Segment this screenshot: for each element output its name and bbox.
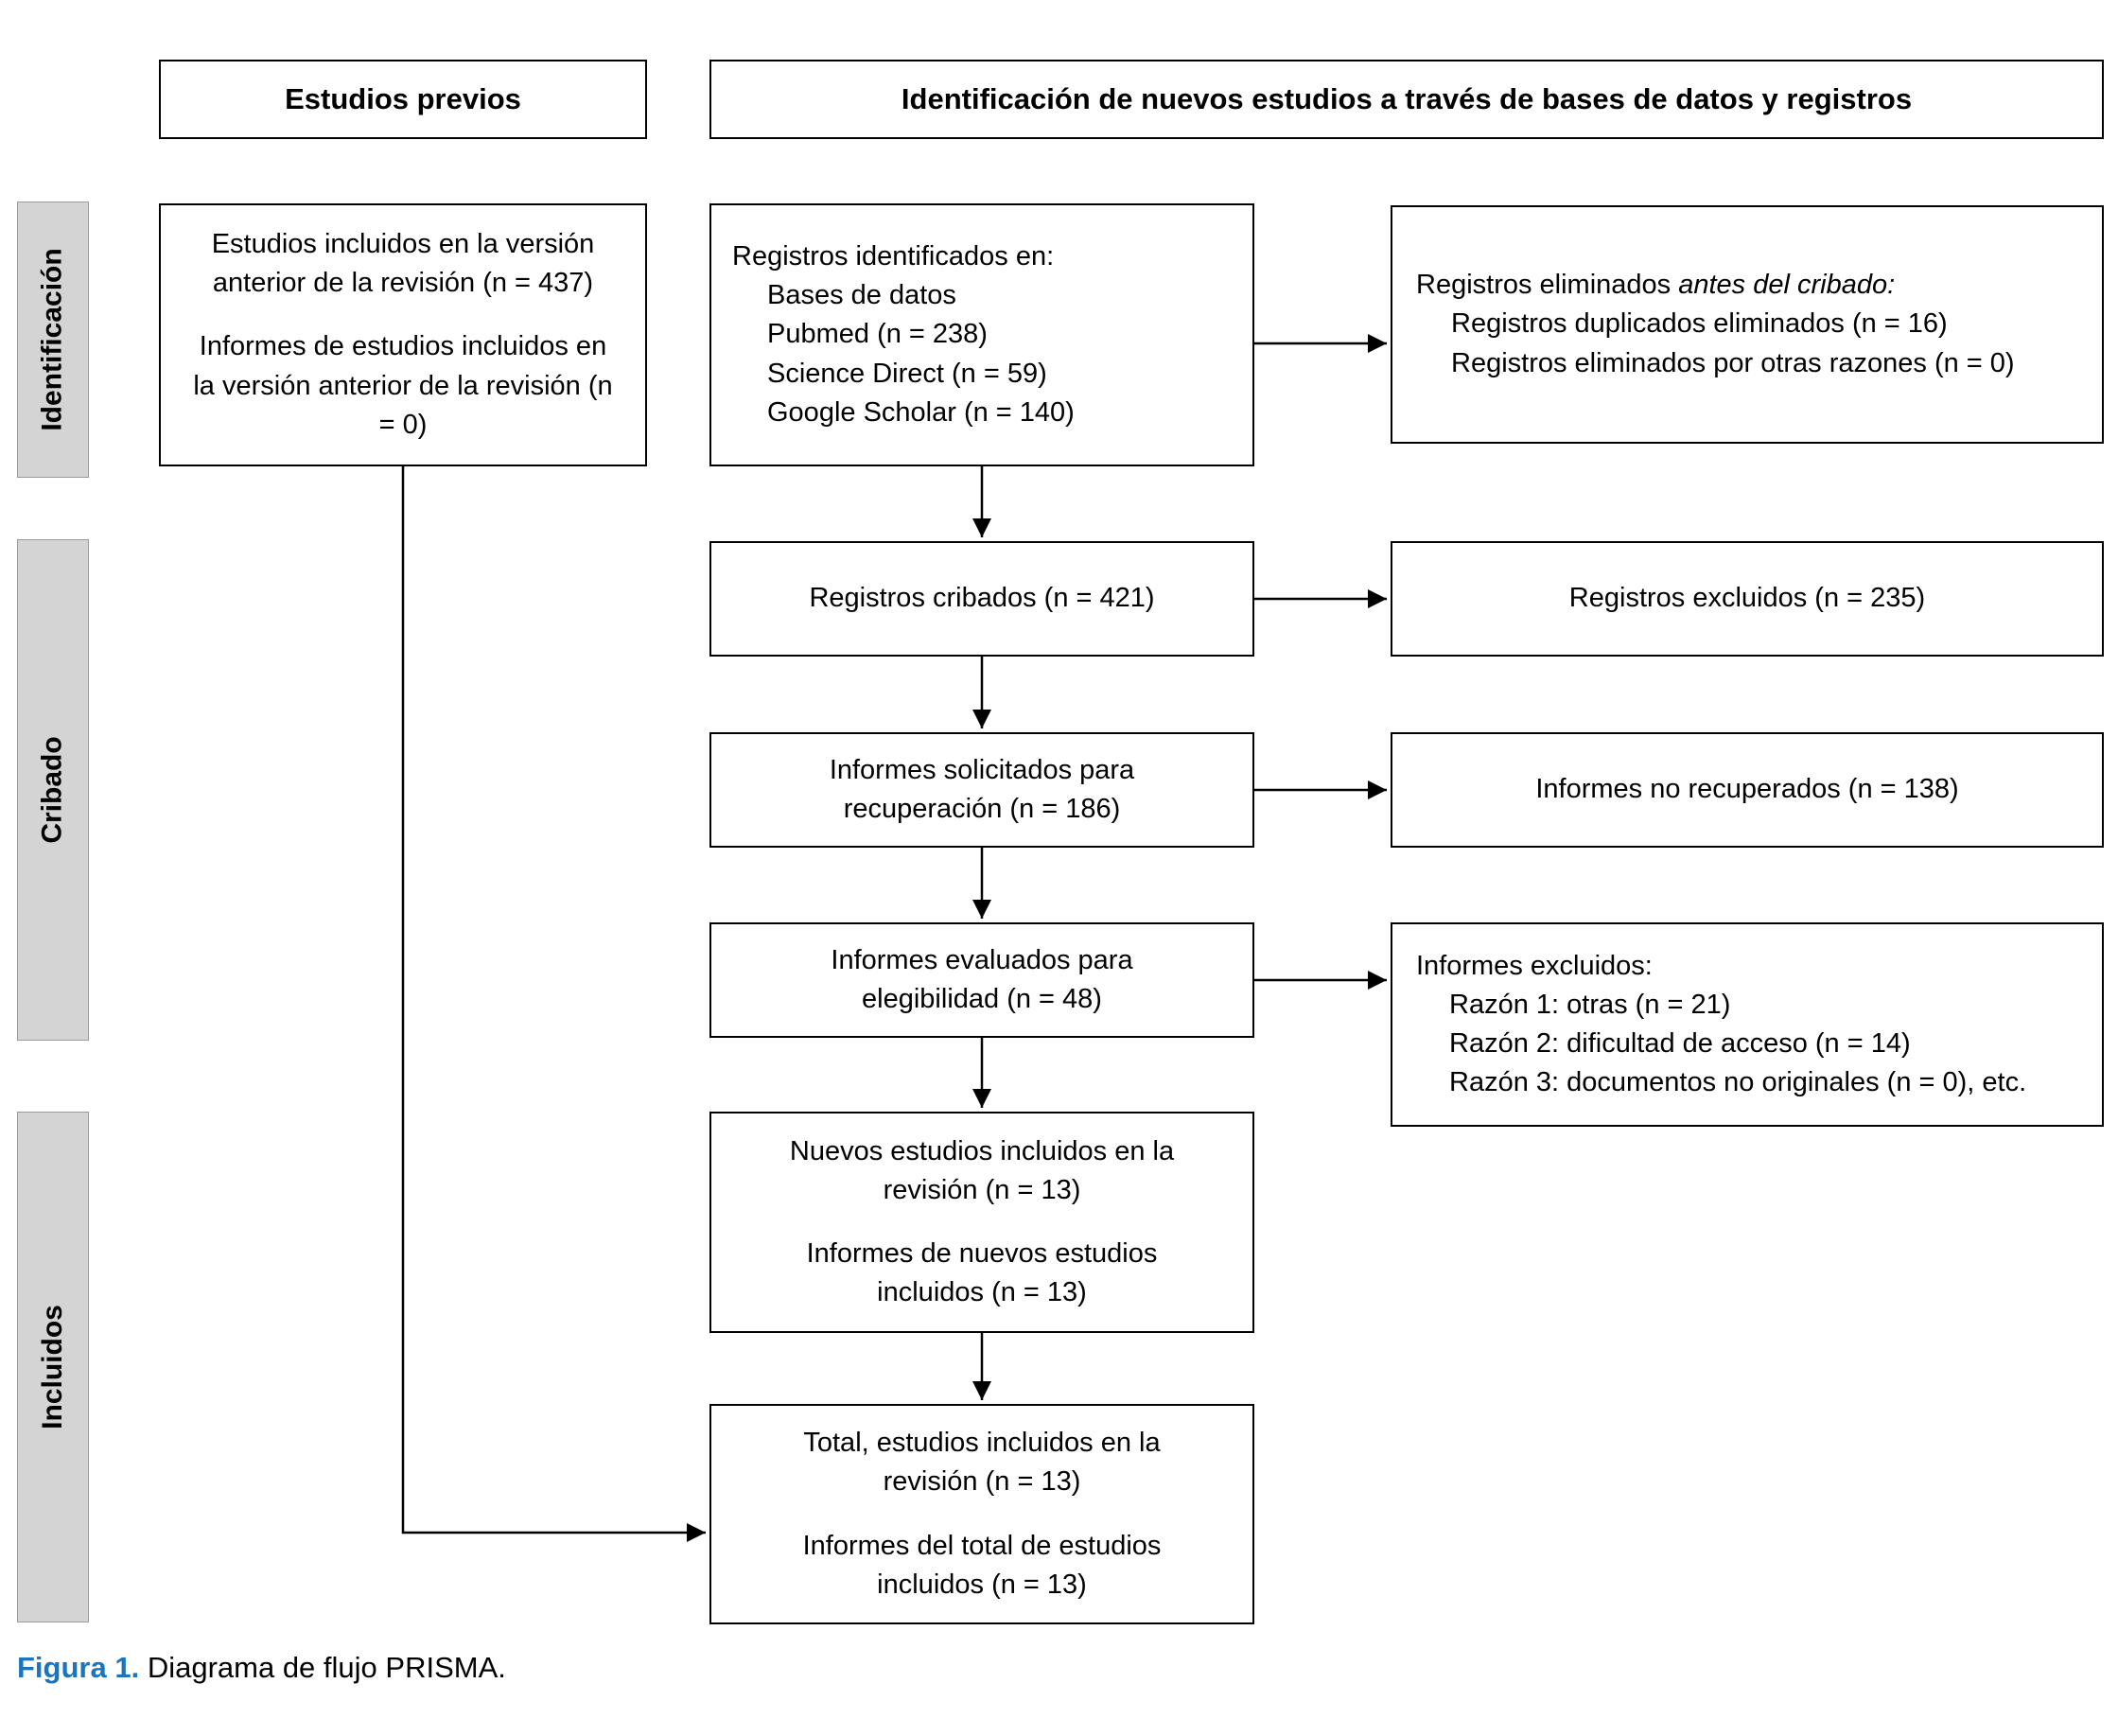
records-excluded-text: Registros excluidos (n = 235) (1568, 583, 1926, 614)
records-identified-box: Registros identificados en: Bases de dat… (709, 203, 1254, 466)
figure-caption-text: Diagrama de flujo PRISMA. (139, 1651, 506, 1684)
stage-label-included-text: Incluidos (37, 1305, 68, 1429)
total-included-line-1: Total, estudios incluidos en la revisión… (803, 1428, 1161, 1498)
records-removed-item: Registros eliminados por otras razones (… (1451, 347, 2015, 378)
reports-excluded-item: Razón 2: dificultad de acceso (n = 14) (1449, 1028, 1911, 1059)
new-studies-included-line-2: Informes de nuevos estudios incluidos (n… (806, 1238, 1158, 1308)
previous-studies-line-1: Estudios incluidos en la versión anterio… (211, 229, 595, 299)
stage-label-screening-text: Cribado (37, 736, 68, 844)
records-identified-item: Pubmed (n = 238) (767, 319, 988, 350)
records-identified-item: Google Scholar (n = 140) (767, 396, 1075, 428)
records-identified-item: Bases de datos (767, 280, 956, 311)
new-studies-included-line-1: Nuevos estudios incluidos en la revisión… (789, 1135, 1175, 1205)
total-included-line-2: Informes del total de estudios incluidos… (802, 1530, 1162, 1600)
previous-studies-box: Estudios incluidos en la versión anterio… (159, 203, 647, 466)
records-identified-item: Science Direct (n = 59) (767, 358, 1047, 389)
header-previous-studies: Estudios previos (159, 60, 647, 139)
records-removed-item: Registros duplicados eliminados (n = 16) (1451, 308, 1948, 340)
reports-assessed-text: Informes evaluados para elegibilidad (n … (831, 944, 1133, 1014)
header-previous-studies-label: Estudios previos (285, 81, 521, 115)
reports-excluded-item: Razón 3: documentos no originales (n = 0… (1449, 1067, 2027, 1098)
reports-not-retrieved-box: Informes no recuperados (n = 138) (1391, 732, 2104, 848)
figure-caption-label: Figura 1. (17, 1651, 140, 1684)
reports-excluded-item: Razón 1: otras (n = 21) (1449, 989, 1731, 1020)
records-identified-title: Registros identificados en: (732, 241, 1055, 272)
reports-sought-text: Informes solicitados para recuperación (… (829, 754, 1135, 824)
stage-label-screening: Cribado (17, 539, 89, 1041)
arrow-previous-to-total (401, 466, 706, 1542)
reports-sought-box: Informes solicitados para recuperación (… (709, 732, 1254, 848)
reports-excluded-box: Informes excluidos: Razón 1: otras (n = … (1391, 922, 2104, 1127)
records-screened-box: Registros cribados (n = 421) (709, 541, 1254, 657)
reports-assessed-box: Informes evaluados para elegibilidad (n … (709, 922, 1254, 1038)
reports-excluded-title: Informes excluidos: (1416, 950, 1653, 981)
stage-label-included: Incluidos (17, 1112, 89, 1622)
figure-caption: Figura 1. Diagrama de flujo PRISMA. (17, 1651, 506, 1685)
records-excluded-box: Registros excluidos (n = 235) (1391, 541, 2104, 657)
reports-not-retrieved-text: Informes no recuperados (n = 138) (1535, 774, 1959, 805)
records-removed-title: Registros eliminados antes del cribado: (1416, 266, 1895, 305)
previous-studies-line-2: Informes de estudios incluidos en la ver… (193, 331, 613, 440)
stage-label-identification-text: Identificación (37, 248, 69, 431)
stage-label-identification: Identificación (17, 202, 89, 478)
new-studies-included-box: Nuevos estudios incluidos en la revisión… (709, 1112, 1254, 1333)
records-removed-title-italic: antes del cribado: (1678, 270, 1896, 301)
records-removed-box: Registros eliminados antes del cribado: … (1391, 205, 2104, 444)
records-removed-title-normal: Registros eliminados (1416, 270, 1679, 301)
header-new-studies-label: Identificación de nuevos estudios a trav… (901, 81, 1913, 115)
total-included-box: Total, estudios incluidos en la revisión… (709, 1404, 1254, 1624)
header-new-studies: Identificación de nuevos estudios a trav… (709, 60, 2104, 139)
records-screened-text: Registros cribados (n = 421) (809, 583, 1155, 614)
